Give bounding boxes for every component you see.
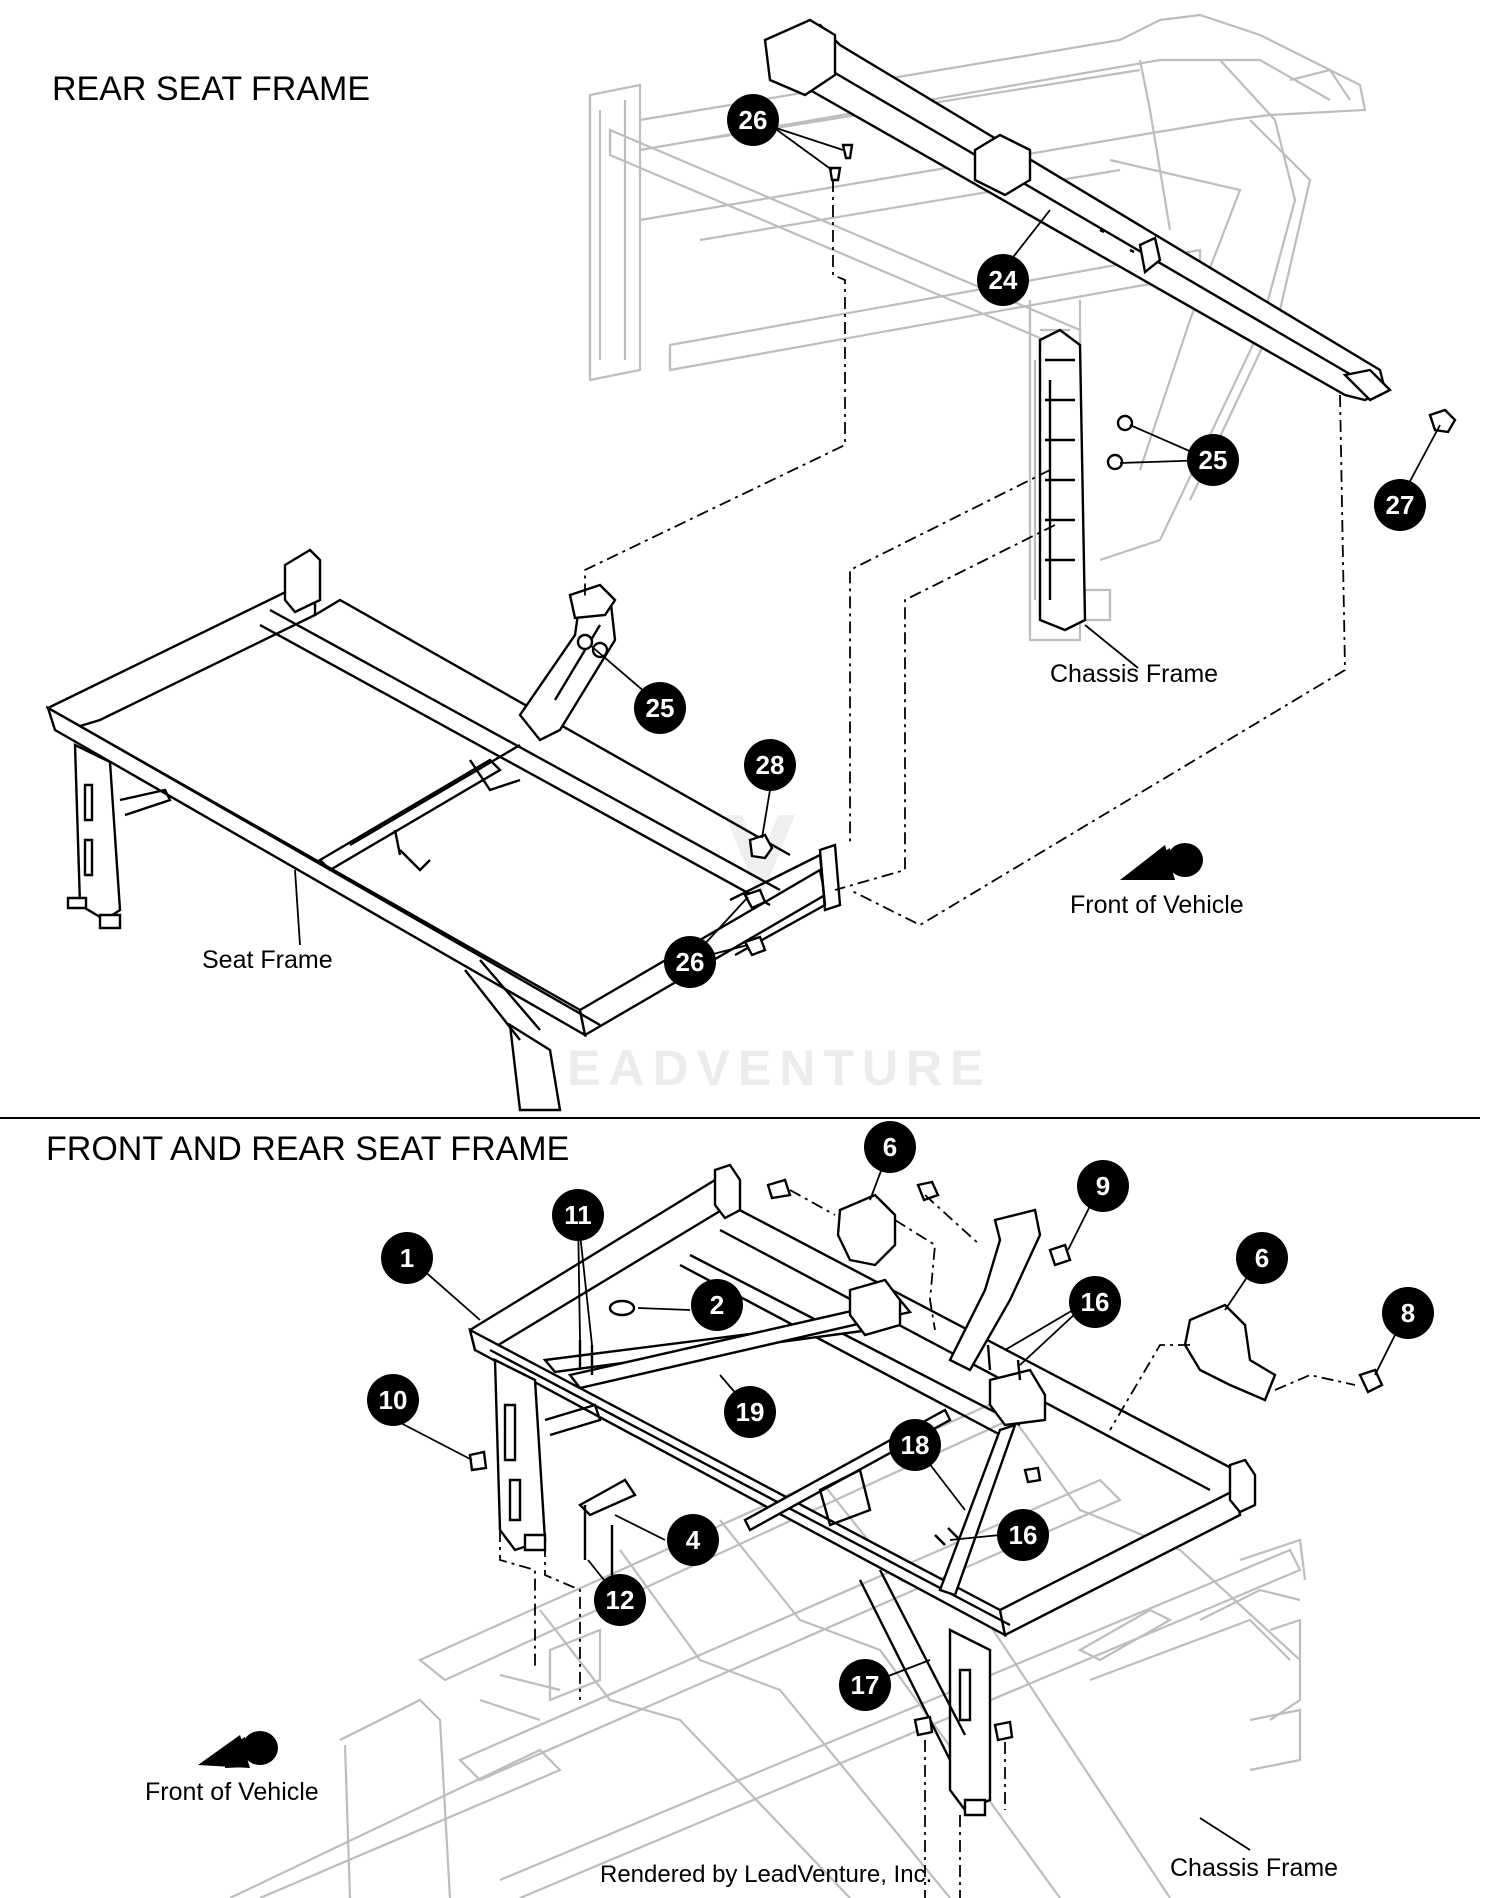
- svg-text:11: 11: [564, 1200, 592, 1230]
- callout-8: 8: [1382, 1287, 1434, 1339]
- callout-1: 1: [381, 1232, 433, 1284]
- front-of-vehicle-arrow-icon-bottom: [198, 1731, 278, 1768]
- callout-16-lower: 16: [997, 1509, 1049, 1561]
- seat-belt-buckle-right: [1183, 1303, 1277, 1402]
- bolt-8: [1358, 1368, 1384, 1394]
- nut-9: [1048, 1243, 1072, 1267]
- chassis-frame-ghost-bottom: [229, 1398, 1307, 1898]
- svg-text:19: 19: [736, 1397, 765, 1427]
- section-title-front-rear-seat-frame: FRONT AND REAR SEAT FRAME: [46, 1130, 569, 1168]
- nut-25-right-a: [1116, 414, 1134, 432]
- svg-text:18: 18: [901, 1430, 930, 1460]
- bolt-26-lower-a: [743, 888, 767, 910]
- svg-text:1: 1: [400, 1243, 414, 1273]
- watermark-logo-icon: [725, 815, 795, 900]
- callout-2: 2: [691, 1279, 743, 1331]
- svg-text:25: 25: [1199, 445, 1228, 475]
- svg-text:9: 9: [1096, 1171, 1110, 1201]
- callout-18: 18: [889, 1419, 941, 1471]
- seat-belt-buckle-left: [836, 1193, 897, 1267]
- svg-text:24: 24: [989, 265, 1018, 295]
- callout-16-top: 16: [1069, 1276, 1121, 1328]
- leader-chassis-bottom: [1199, 1817, 1251, 1851]
- nut-top: [916, 1180, 940, 1202]
- callout-4: 4: [667, 1514, 719, 1566]
- assembly-dash-lines-bottom: [499, 1189, 1356, 1898]
- nut-25-right-b: [1106, 453, 1124, 471]
- nut-25-seat-a: [576, 633, 594, 651]
- bolt-26-top: [828, 143, 854, 182]
- callout-24: 24: [977, 254, 1029, 306]
- assembly-dash-lines-top: [584, 180, 1346, 927]
- svg-text:26: 26: [739, 105, 768, 135]
- callout-26-top: 26: [727, 94, 779, 146]
- bolt-26-lower-b: [743, 935, 767, 957]
- section-title-rear-seat-frame: REAR SEAT FRAME: [52, 70, 370, 108]
- watermark-text: LEADVENTURE: [528, 1040, 991, 1096]
- washer-2: [608, 1299, 636, 1317]
- nut-mid: [1023, 1466, 1042, 1484]
- callout-25-right: 25: [1187, 434, 1239, 486]
- svg-text:17: 17: [851, 1670, 880, 1700]
- seat-frame: [45, 548, 842, 1112]
- rear-seat-frame-section: REAR SEAT FRAME: [45, 13, 1457, 1112]
- svg-text:12: 12: [606, 1585, 635, 1615]
- callout-28: 28: [744, 739, 796, 791]
- bolt-rear-b: [993, 1720, 1014, 1742]
- callout-25-seat: 25: [634, 682, 686, 734]
- svg-text:26: 26: [676, 947, 705, 977]
- label-seat-frame: Seat Frame: [202, 946, 333, 974]
- callout-19: 19: [724, 1386, 776, 1438]
- callout-6-right: 6: [1236, 1232, 1288, 1284]
- grab-bar: [763, 18, 1393, 402]
- bolt-top-left: [766, 1178, 792, 1200]
- front-of-vehicle-arrow-icon-top: [1120, 843, 1203, 880]
- label-front-of-vehicle-bottom: Front of Vehicle: [145, 1778, 319, 1806]
- svg-text:2: 2: [710, 1290, 724, 1320]
- svg-text:25: 25: [646, 693, 675, 723]
- bolts-11: [578, 1340, 594, 1375]
- nut-25-seat-b: [591, 641, 609, 659]
- front-rear-seat-frame: [468, 1163, 1257, 1817]
- label-front-of-vehicle-top: Front of Vehicle: [1070, 891, 1244, 919]
- callout-6-left: 6: [864, 1121, 916, 1173]
- label-chassis-frame-bottom: Chassis Frame: [1170, 1854, 1338, 1882]
- bolt-27: [1428, 408, 1457, 434]
- callout-12: 12: [594, 1574, 646, 1626]
- callout-17: 17: [839, 1659, 891, 1711]
- credit-text: Rendered by LeadVenture, Inc.: [600, 1861, 932, 1888]
- svg-text:4: 4: [686, 1525, 701, 1555]
- svg-text:6: 6: [883, 1132, 897, 1162]
- bolt-rear-a: [913, 1715, 934, 1737]
- svg-text:27: 27: [1386, 490, 1415, 520]
- callout-10: 10: [367, 1374, 419, 1426]
- callout-27: 27: [1374, 479, 1426, 531]
- rear-stanchion: [1038, 328, 1087, 632]
- front-rear-seat-frame-section: FRONT AND REAR SEAT FRAME: [46, 1121, 1434, 1898]
- svg-text:16: 16: [1009, 1520, 1038, 1550]
- bolts-12: [583, 1505, 614, 1575]
- svg-text:10: 10: [379, 1385, 408, 1415]
- bolt-10: [468, 1450, 488, 1472]
- leader-lines-top: [294, 126, 1441, 961]
- bolts-16: [986, 1344, 1022, 1381]
- svg-text:16: 16: [1081, 1287, 1110, 1317]
- callout-26-lower: 26: [664, 936, 716, 988]
- svg-text:8: 8: [1401, 1298, 1415, 1328]
- svg-text:6: 6: [1255, 1243, 1269, 1273]
- callout-11: 11: [552, 1189, 604, 1241]
- callout-9: 9: [1077, 1160, 1129, 1212]
- watermark: LEADVENTURE: [528, 815, 991, 1096]
- label-chassis-frame-top: Chassis Frame: [1050, 660, 1218, 688]
- bolts-16-lower: [934, 1527, 959, 1546]
- svg-text:28: 28: [756, 750, 785, 780]
